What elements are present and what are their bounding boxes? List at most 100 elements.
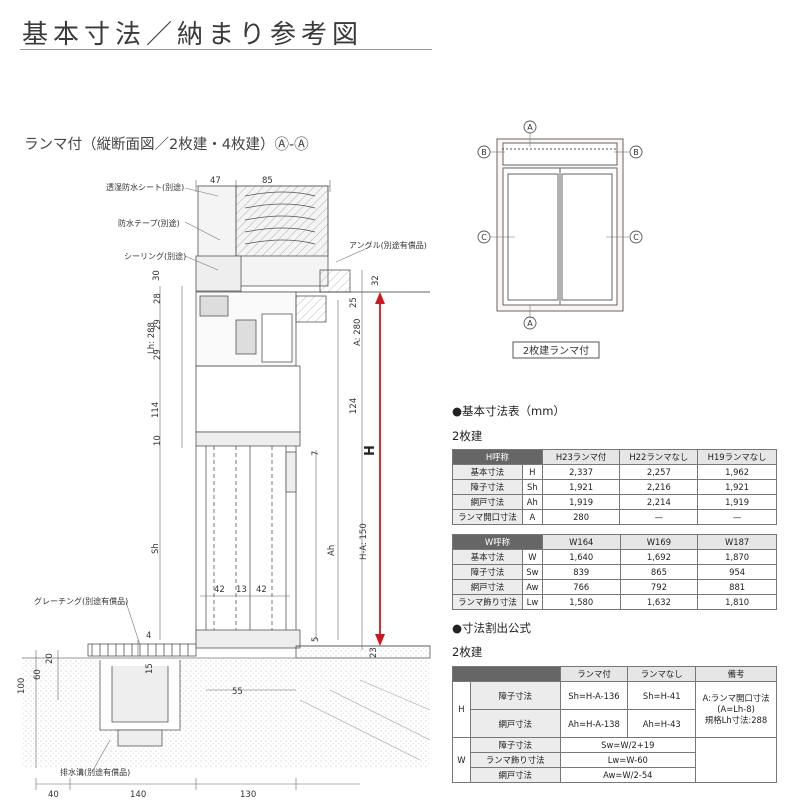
- elev-c-left: C: [481, 233, 487, 242]
- cell: 2,337: [541, 464, 621, 480]
- dim-sh: Sh: [151, 543, 161, 554]
- table-row: 網戸寸法 Aw 766 792 881: [452, 579, 777, 595]
- col-head: W187: [697, 534, 777, 550]
- callout-seal-sheet: 透湿防水シート(別途): [106, 182, 184, 192]
- callout-drain: 排水溝(別途有償品): [60, 767, 130, 777]
- cell: 2,214: [619, 494, 699, 510]
- cell: 基本寸法: [452, 464, 523, 480]
- cell: 1,921: [541, 479, 621, 495]
- callout-sealing: シーリング(別途): [124, 251, 186, 261]
- elev-a-top: A: [527, 123, 533, 132]
- dim-7: 7: [311, 451, 321, 456]
- formula-note-empty: [695, 737, 777, 783]
- cell: A: [521, 509, 543, 525]
- table1-sub: 2枚建: [452, 429, 483, 443]
- elev-b-right: B: [633, 148, 639, 157]
- cell: Sw=W/2+19: [559, 737, 697, 753]
- formula-table: ランマ付 ランマなし 備考 H 障子寸法 Sh=H-A-136 Sh=H-41 …: [452, 666, 777, 783]
- dim-25: 25: [349, 297, 359, 308]
- table-row: 網戸寸法 Ah 1,919 2,214 1,919: [452, 494, 777, 510]
- cell: 1,692: [619, 549, 699, 565]
- formula-heading: ●寸法割出公式: [452, 621, 532, 635]
- cell: 基本寸法: [452, 549, 523, 565]
- formula-note: A:ランマ開口寸法 (A=Lh-8) 規格Lh寸法:288: [695, 681, 777, 738]
- cell: Sh=H-41: [627, 681, 697, 710]
- table-row: ランマ飾り寸法 Lw 1,580 1,632 1,810: [452, 594, 777, 610]
- cell: ランマ飾り寸法: [452, 594, 523, 610]
- col-head: W164: [541, 534, 621, 550]
- basic-size-table-w: W呼称 W164 W169 W187 基本寸法 W 1,640 1,692 1,…: [452, 534, 777, 610]
- cell: Sw: [521, 564, 543, 580]
- dim-13: 13: [236, 585, 247, 595]
- dim-130: 130: [240, 790, 256, 800]
- dim-20: 20: [45, 653, 55, 664]
- col-head: ランマ付: [559, 666, 629, 682]
- dim-29a: 29: [153, 319, 163, 330]
- cell: 1,580: [541, 594, 621, 610]
- cell: Ah=H-43: [627, 709, 697, 738]
- callout-tape: 防水テープ(別途): [118, 218, 180, 228]
- dim-42a: 42: [214, 585, 225, 595]
- cell: 865: [619, 564, 699, 580]
- cell: 網戸寸法: [469, 767, 561, 783]
- title-divider: [20, 49, 432, 50]
- cell: 792: [619, 579, 699, 595]
- col-head: H22ランマなし: [619, 449, 699, 465]
- table-row: 基本寸法 H 2,337 2,257 1,962: [452, 464, 777, 480]
- dim-15: 15: [145, 663, 155, 674]
- cell: 1,962: [697, 464, 777, 480]
- dim-55: 55: [232, 687, 243, 697]
- dim-85: 85: [262, 176, 273, 186]
- table-row: 網戸寸法 Ah=H-A-138 Ah=H-43: [453, 709, 777, 738]
- elev-a-bottom: A: [527, 319, 533, 328]
- col-head: H呼称: [452, 449, 543, 465]
- cell: 1,919: [541, 494, 621, 510]
- cell: Aw: [521, 579, 543, 595]
- row-group-w: W: [452, 737, 471, 783]
- cell: 1,632: [619, 594, 699, 610]
- cell: W: [521, 549, 543, 565]
- table-row: 網戸寸法 Aw=W/2-54: [453, 767, 777, 783]
- cell: 280: [541, 509, 621, 525]
- note-line: A:ランマ開口寸法: [702, 693, 770, 703]
- cell: 2,216: [619, 479, 699, 495]
- note-line: (A=Lh-8): [717, 704, 755, 714]
- cell: 1,921: [697, 479, 777, 495]
- dim-47: 47: [210, 176, 221, 186]
- table-row: ランマ開口寸法 A 280 — —: [452, 509, 777, 525]
- table-row: W 障子寸法 Sw=W/2+19: [452, 737, 777, 783]
- col-head: H19ランマなし: [697, 449, 777, 465]
- cell: 障子寸法: [469, 681, 561, 710]
- cell: 障子寸法: [469, 737, 561, 753]
- cell: H: [521, 464, 543, 480]
- cell: Lw=W-60: [559, 752, 697, 768]
- cell: ランマ開口寸法: [452, 509, 523, 525]
- cell: ランマ飾り寸法: [469, 752, 561, 768]
- cell: 網戸寸法: [469, 709, 561, 738]
- elev-b-left: B: [481, 148, 487, 157]
- dim-10: 10: [153, 435, 163, 446]
- cell: Ah=H-A-138: [559, 709, 629, 738]
- basic-size-table-h: H呼称 H23ランマ付 H22ランマなし H19ランマなし 基本寸法 H 2,3…: [452, 449, 777, 525]
- table1-heading: ●基本寸法表（mm）: [452, 404, 565, 418]
- col-head: 備考: [695, 666, 777, 682]
- callout-grating: グレーチング(別途有償品): [34, 596, 128, 606]
- col-head: H23ランマ付: [541, 449, 621, 465]
- dim-h-label: H: [363, 445, 378, 456]
- dim-60: 60: [33, 669, 43, 680]
- cell: 881: [697, 579, 777, 595]
- elevation-caption: 2枚建ランマ付: [523, 344, 589, 357]
- dim-28: 28: [153, 293, 163, 304]
- cell: 網戸寸法: [452, 494, 523, 510]
- elev-c-right: C: [633, 233, 639, 242]
- table-row: H 障子寸法 Sh=H-A-136 Sh=H-41 A:ランマ開口寸法 (A=L…: [452, 681, 777, 738]
- callout-angle: アングル(別途有償品): [349, 240, 427, 250]
- cell: 網戸寸法: [452, 579, 523, 595]
- dim-30: 30: [152, 270, 162, 281]
- cell: Sh=H-A-136: [559, 681, 629, 710]
- dim-42b: 42: [256, 585, 267, 595]
- cell: 1,870: [697, 549, 777, 565]
- cell: —: [619, 509, 699, 525]
- cell: 954: [697, 564, 777, 580]
